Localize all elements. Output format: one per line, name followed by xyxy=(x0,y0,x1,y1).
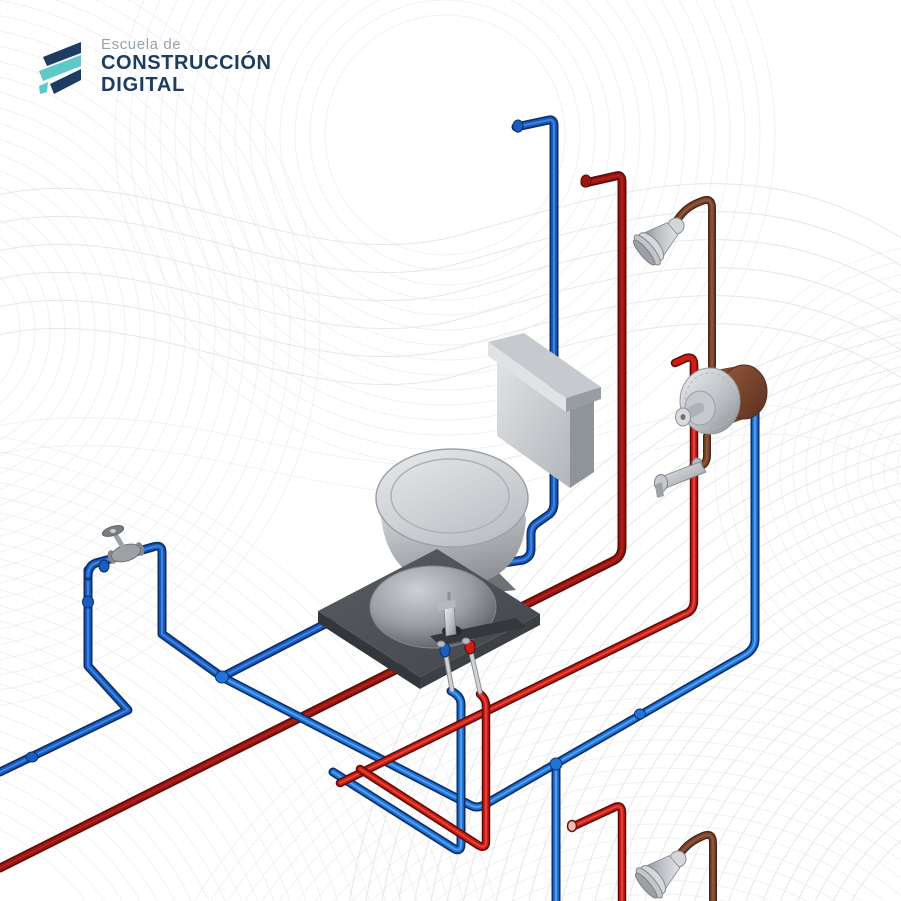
sink-faucet xyxy=(437,592,457,637)
background-rings-right xyxy=(714,247,901,693)
sink-supplies xyxy=(436,637,483,695)
logo-stripe-navy-top xyxy=(43,42,81,67)
logo-icon xyxy=(39,42,81,95)
logo-stripe-teal-small xyxy=(39,82,48,95)
funnel-basin xyxy=(369,565,497,649)
pipe-tee xyxy=(215,670,229,684)
head-spray-face xyxy=(632,239,656,266)
pipe-fitting xyxy=(512,119,524,133)
open-pipe-end xyxy=(566,819,578,833)
logo-line3: DIGITAL xyxy=(101,73,186,96)
valve-hub xyxy=(110,529,116,533)
logo-line2: CONSTRUCCIÓN xyxy=(101,52,272,74)
tub-spout xyxy=(654,457,707,498)
faucet-body xyxy=(443,605,457,637)
lower-shower-head xyxy=(634,850,687,899)
valve-stem xyxy=(112,532,127,551)
shut-off-valve xyxy=(101,525,145,564)
valve-stem-center xyxy=(680,414,686,420)
toilet-tank-side xyxy=(570,396,594,488)
hot-water-piping-branches xyxy=(340,366,694,901)
pipe-tee xyxy=(549,757,563,771)
shower-mixing-valve xyxy=(675,364,768,435)
toilet-tank-lid-top xyxy=(488,333,601,398)
toilet-seat-lid-line xyxy=(390,458,510,534)
logo-stripe-navy-bottom xyxy=(50,69,81,95)
supply-hose xyxy=(444,653,454,692)
pipe-union xyxy=(25,751,39,763)
cold-water-piping xyxy=(0,120,755,901)
toilet-tank-lid-front xyxy=(488,342,566,412)
background-wave-pattern xyxy=(0,183,901,494)
toilet-tank-lid-side xyxy=(566,387,601,412)
head-spray-face xyxy=(634,872,658,899)
pipe-union xyxy=(634,708,646,720)
faucet-spout xyxy=(437,600,456,611)
pipe-union xyxy=(82,595,94,609)
spout-nozzle xyxy=(655,482,664,498)
background-rings-top-center xyxy=(114,0,776,466)
pipe-fitting xyxy=(580,174,592,188)
logo-line1: Escuela de xyxy=(101,36,182,53)
toilet-tank-front xyxy=(497,352,570,488)
toilet xyxy=(375,333,601,605)
logo-stripe-teal xyxy=(39,55,81,82)
hot-water-piping-main xyxy=(0,175,622,868)
escutcheon-ring xyxy=(684,372,736,430)
logo-text: Escuela de CONSTRUCCIÓN DIGITAL xyxy=(101,36,272,96)
stop-handle xyxy=(461,637,471,645)
counter-edge xyxy=(318,611,420,689)
logo: Escuela de CONSTRUCCIÓN DIGITAL xyxy=(36,36,272,96)
upper-shower-head xyxy=(632,217,685,266)
stop-handle xyxy=(436,640,446,648)
pipe-union xyxy=(98,559,110,573)
background-rings-top-left xyxy=(0,0,321,706)
drain-bar xyxy=(430,618,526,646)
supply-hose xyxy=(469,650,482,694)
